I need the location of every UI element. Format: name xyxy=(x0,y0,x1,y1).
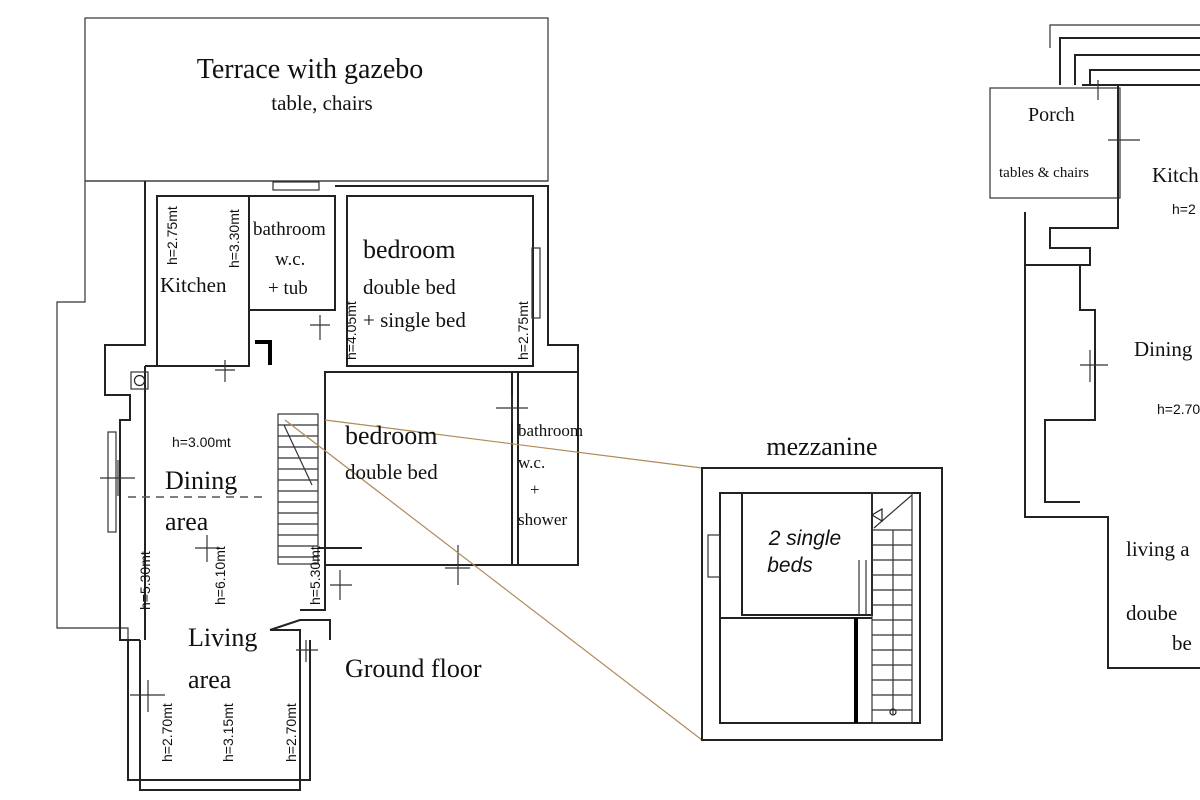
height-living-left: h=2.70mt xyxy=(159,703,175,762)
bathroom2-line3: + xyxy=(530,480,540,499)
bedroom1-line1: bedroom xyxy=(363,235,455,264)
porch-label: Porch xyxy=(1028,104,1075,126)
height-kitchen-1: h=2.75mt xyxy=(164,206,180,265)
height-bedroom1-2: h=2.75mt xyxy=(515,301,531,360)
right-living-subtitle: doube xyxy=(1126,601,1177,625)
right-living-subtitle-2: be xyxy=(1172,631,1192,655)
bathroom2-line1: bathroom xyxy=(518,421,583,440)
height-dining-left: h=5.30mt xyxy=(137,551,153,610)
mezzanine-beds-line1: 2 single xyxy=(768,527,841,550)
right-dining-height: h=2.70 xyxy=(1157,401,1200,417)
height-living-right: h=2.70mt xyxy=(283,703,299,762)
living-line2: area xyxy=(188,665,232,694)
height-bedroom1-1: h=4.05mt xyxy=(343,301,359,360)
kitchen-label: Kitchen xyxy=(160,273,227,297)
porch-subtitle: tables & chairs xyxy=(999,165,1089,181)
terrace-title: Terrace with gazebo xyxy=(197,54,424,85)
mezzanine-label: mezzanine xyxy=(766,432,877,461)
height-kitchen-2: h=3.30mt xyxy=(226,209,242,268)
living-line1: Living xyxy=(188,623,257,652)
height-dining: h=3.00mt xyxy=(172,434,231,450)
ground-floor-walls xyxy=(56,180,579,791)
ground-floor-label: Ground floor xyxy=(345,654,482,683)
right-kitchen-label: Kitch xyxy=(1152,163,1199,187)
bedroom1-line2: double bed xyxy=(363,275,456,299)
height-dining-center: h=6.10mt xyxy=(212,546,228,605)
height-dining-right: h=5.30mt xyxy=(307,546,323,605)
bedroom1-line3: + single bed xyxy=(363,308,466,332)
right-dining-label: Dining xyxy=(1134,337,1193,361)
terrace-area: Terrace with gazebo table, chairs xyxy=(84,17,549,182)
bathroom1-line2: w.c. xyxy=(275,249,305,270)
dining-line1: Dining xyxy=(165,466,237,495)
height-labels: h=3.00mt h=2.75mt h=3.30mt h=4.05mt h=2.… xyxy=(137,206,531,762)
room-labels: Kitchen bathroom w.c. + tub bedroom doub… xyxy=(160,219,583,694)
terrace-subtitle: table, chairs xyxy=(271,91,372,115)
dining-line2: area xyxy=(165,507,209,536)
bathroom1-line3: + tub xyxy=(268,278,308,299)
mezzanine-beds-line2: beds xyxy=(767,554,813,577)
right-living-label: living a xyxy=(1126,537,1190,561)
bathroom2-line4: shower xyxy=(518,510,567,529)
height-living-center: h=3.15mt xyxy=(220,703,236,762)
staircase xyxy=(277,413,362,565)
right-floor-plan: Porch tables & chairs Kitch h=2 Dining h… xyxy=(989,24,1200,669)
bathroom2-line2: w.c. xyxy=(518,453,545,472)
right-kitchen-height: h=2 xyxy=(1172,201,1196,217)
bedroom2-line2: double bed xyxy=(345,460,438,484)
mezzanine-detail: mezzanine 2 single beds xyxy=(284,419,943,741)
bathroom1-line1: bathroom xyxy=(253,219,326,240)
bedroom2-line1: bedroom xyxy=(345,421,437,450)
